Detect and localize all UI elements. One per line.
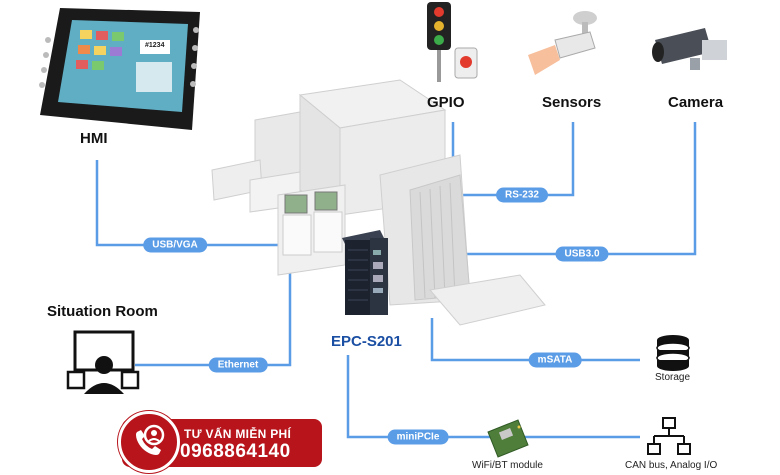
line-ethernet xyxy=(135,270,292,367)
situation-room-label: Situation Room xyxy=(47,303,158,320)
usb3-pill: USB3.0 xyxy=(555,246,609,262)
banner-phone[interactable]: 0968864140 xyxy=(180,441,291,462)
wifi-module-icon xyxy=(487,419,529,458)
hmi-screen-text: #1234 xyxy=(145,42,165,49)
epc-s201-label: EPC-S201 xyxy=(331,333,402,350)
gpio-label: GPIO xyxy=(427,94,465,111)
banner-title: TƯ VẤN MIỄN PHÍ xyxy=(184,427,292,441)
camera-label: Camera xyxy=(668,94,724,111)
traffic-light-icon xyxy=(427,2,451,82)
wifi-label: WiFi/BT module xyxy=(472,460,543,471)
can-label: CAN bus, Analog I/O xyxy=(625,460,718,471)
connection-lines xyxy=(95,122,697,439)
sensors-label: Sensors xyxy=(542,94,602,111)
ethernet-pill: Ethernet xyxy=(208,357,268,373)
monitor-person-icon xyxy=(66,330,140,394)
line-usb3 xyxy=(440,122,697,256)
hmi-label: HMI xyxy=(80,130,108,147)
button-icon xyxy=(454,47,478,79)
tablet-icon xyxy=(39,8,200,130)
line-usb-vga xyxy=(95,160,285,247)
epc-s201-device xyxy=(342,230,388,315)
storage-label: Storage xyxy=(655,372,691,383)
usb-vga-pill: USB/VGA xyxy=(143,237,207,253)
xray-machine-illustration xyxy=(211,79,546,326)
camera-icon xyxy=(652,28,727,70)
consult-banner[interactable]: TƯ VẤN MIỄN PHÍ 0968864140 xyxy=(118,411,322,473)
minipcie-pill: miniPCIe xyxy=(387,429,449,445)
rs232-pill: RS-232 xyxy=(496,187,548,203)
database-icon xyxy=(656,335,690,371)
msata-pill: mSATA xyxy=(528,352,582,368)
line-minipcie xyxy=(346,355,640,439)
phone-icon xyxy=(118,411,180,473)
sensor-icon xyxy=(528,11,597,75)
line-rs232 xyxy=(440,122,575,197)
network-icon xyxy=(647,417,691,455)
